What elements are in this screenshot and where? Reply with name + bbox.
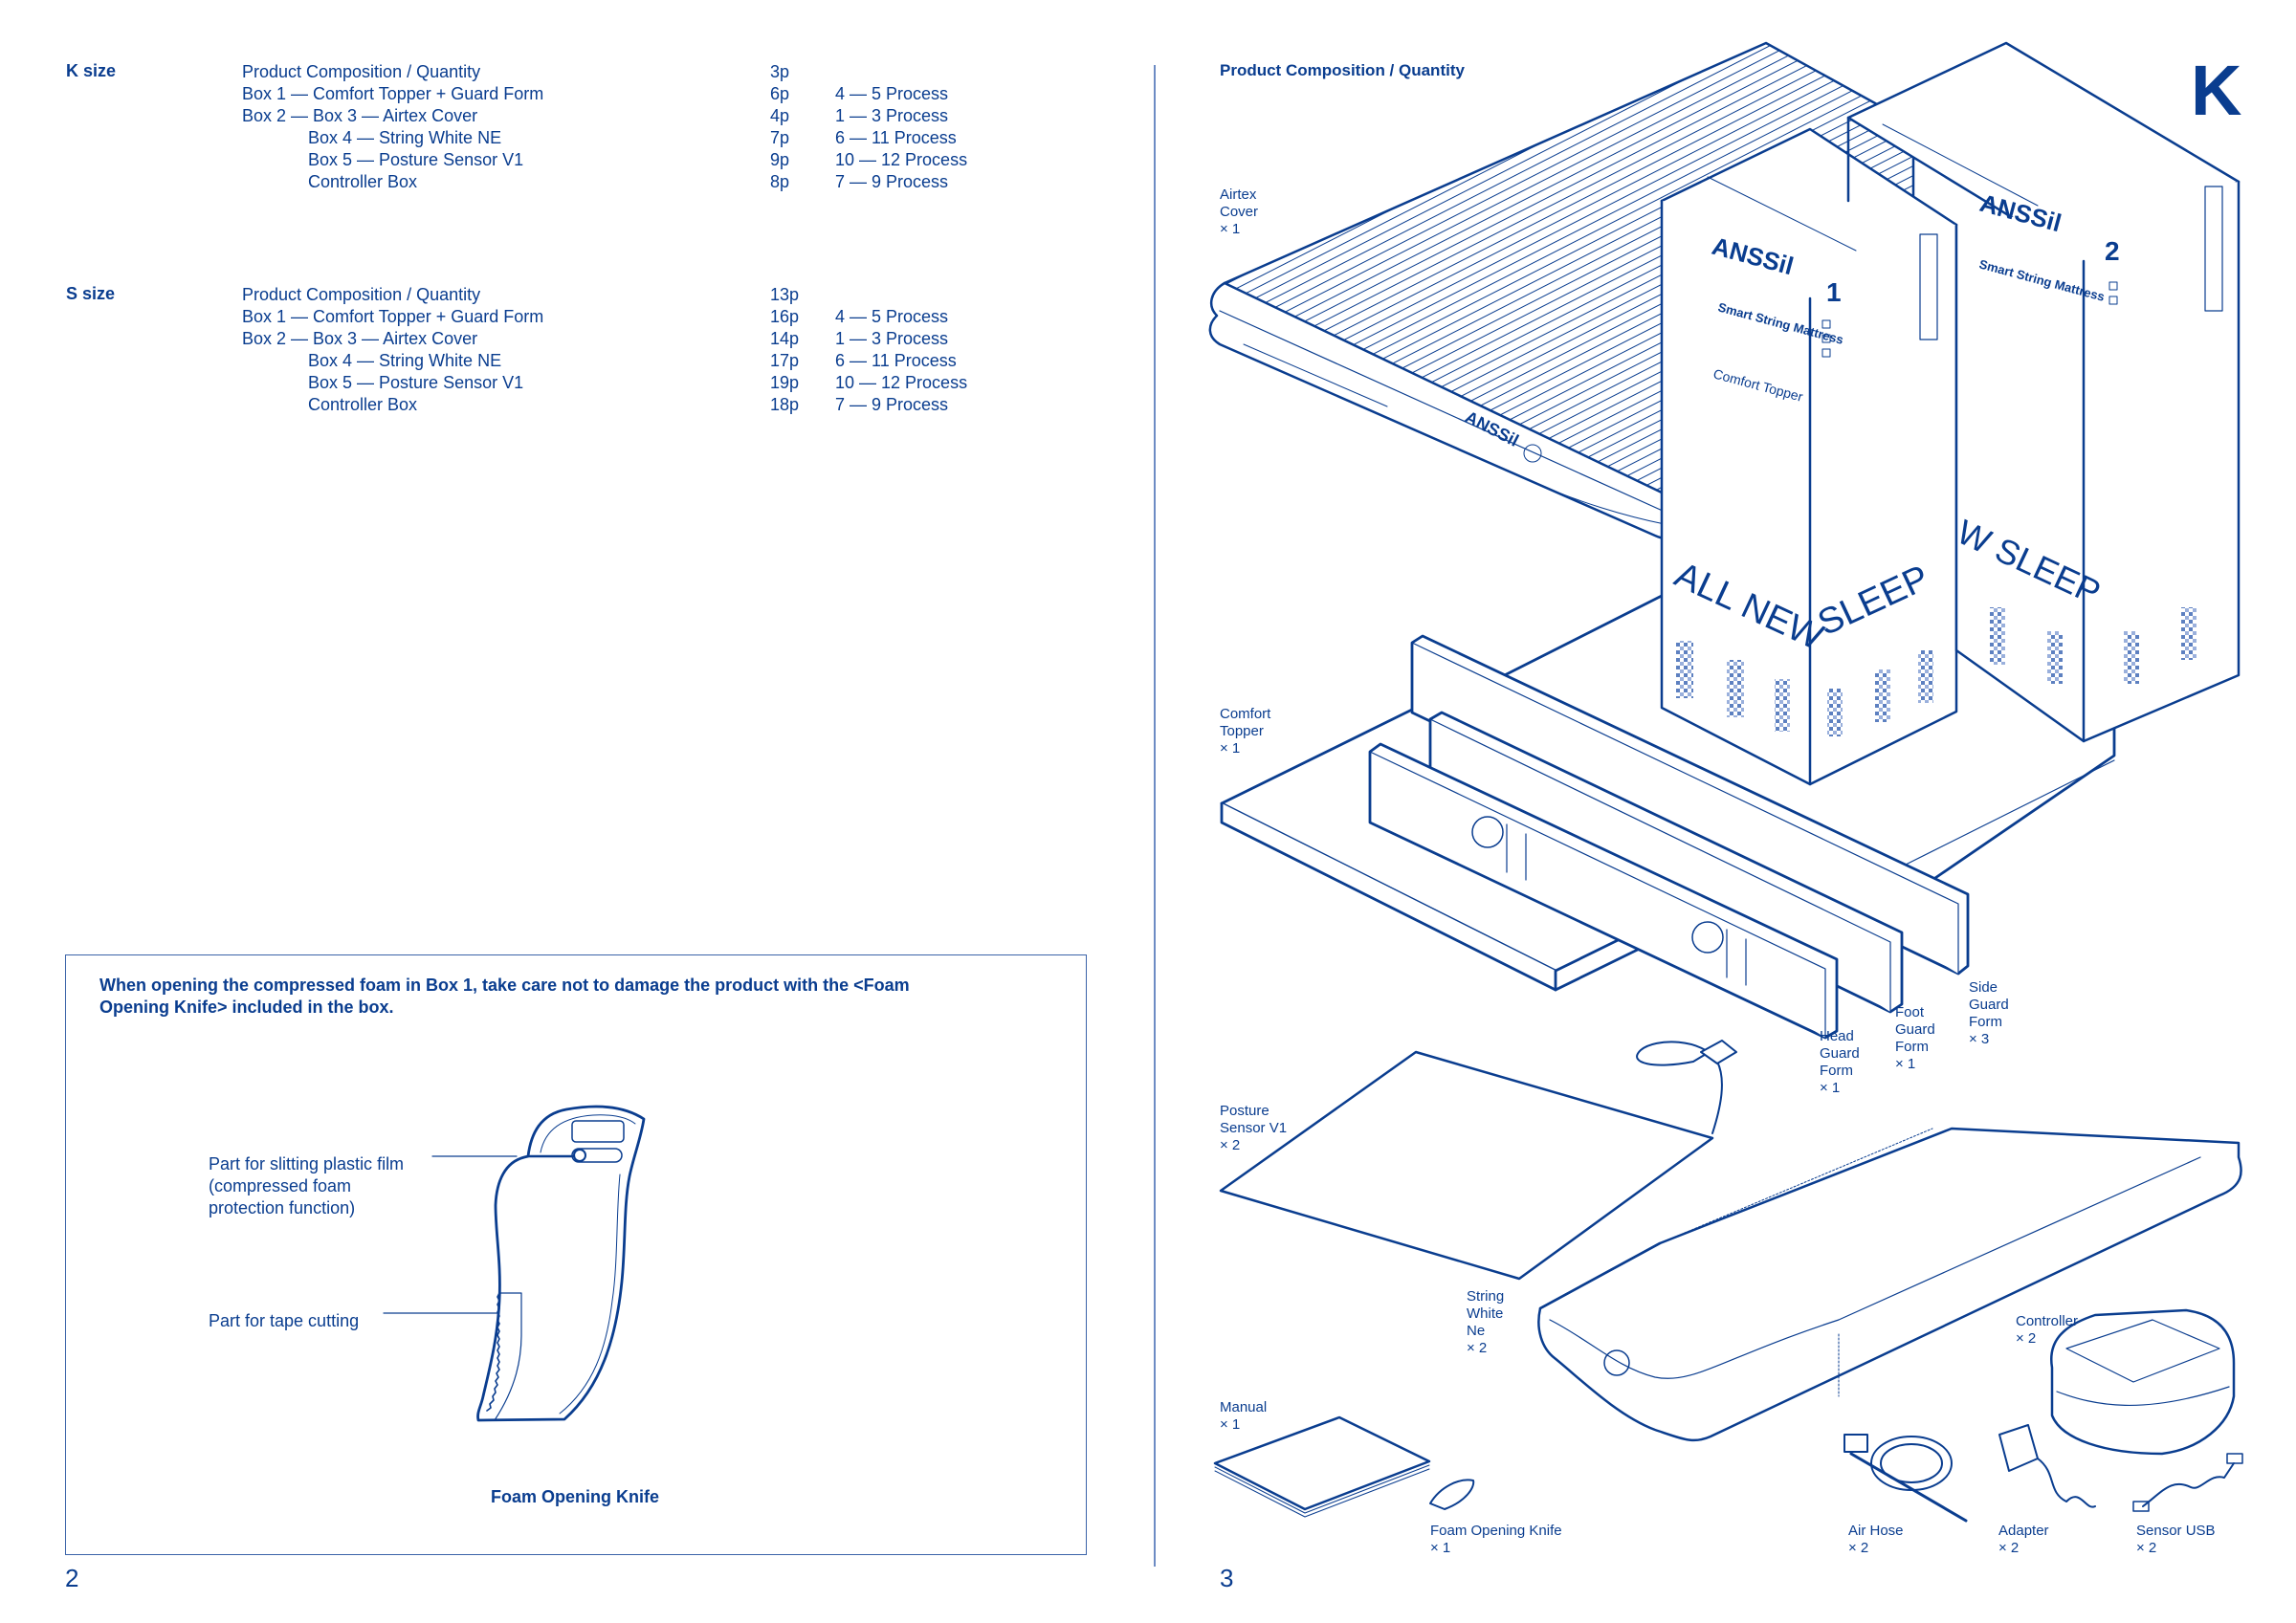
part-label-posture-sensor: Posture Sensor V1× 2 <box>1220 1103 1288 1153</box>
adapter-drawing <box>1999 1425 2095 1507</box>
toc-row-page: 8p <box>770 172 790 191</box>
part-label-controller: Controller× 2 <box>2016 1313 2079 1347</box>
toc-row-page: 3p <box>770 62 790 81</box>
size-badge: K <box>2191 51 2242 130</box>
box2-number: 2 <box>2105 236 2120 266</box>
toc-row-process: 1 — 3 Process <box>835 329 949 348</box>
manual-drawing <box>1215 1417 1429 1517</box>
part-label-string-white-ne: String White Ne× 2 <box>1467 1288 1505 1356</box>
sensor-usb-drawing <box>2133 1454 2242 1511</box>
string-white-ne-drawing <box>1538 1129 2241 1440</box>
toc-row-title[interactable]: Product Composition / Quantity <box>242 62 481 81</box>
toc-row-title[interactable]: Box 5 — Posture Sensor V1 <box>308 150 524 169</box>
toc-row-title[interactable]: Controller Box <box>308 395 418 414</box>
toc-row-process: 10 — 12 Process <box>835 373 968 392</box>
toc-row-page: 16p <box>770 307 800 326</box>
toc-row-page: 19p <box>770 373 800 392</box>
part-label-adapter: Adapter× 2 <box>1998 1523 2049 1556</box>
k-size-label: K size <box>66 61 117 80</box>
air-hose-drawing <box>1844 1435 1966 1521</box>
part-label-air-hose: Air Hose× 2 <box>1848 1523 1904 1556</box>
toc-row-title[interactable]: Box 4 — String White NE <box>308 351 502 370</box>
toc-row-process: 4 — 5 Process <box>835 307 949 326</box>
toc-row-process: 1 — 3 Process <box>835 106 949 125</box>
toc-row-process: 4 — 5 Process <box>835 84 949 103</box>
toc-row-title[interactable]: Controller Box <box>308 172 418 191</box>
toc-row-title[interactable]: Box 1 — Comfort Topper + Guard Form <box>242 84 544 103</box>
toc-row-page: 13p <box>770 285 800 304</box>
guard-forms-drawing <box>1370 636 1968 1038</box>
part-label-foam-opening-knife: Foam Opening Knife× 1 <box>1430 1523 1562 1556</box>
toc-row-page: 14p <box>770 329 800 348</box>
toc-row-page: 4p <box>770 106 790 125</box>
callout-slitting-part: Part for slitting plastic film (compress… <box>209 1154 405 1217</box>
toc-row-page: 9p <box>770 150 790 169</box>
page-divider <box>1154 65 1156 1567</box>
page-number-right: 3 <box>1220 1564 1234 1592</box>
page-title: Product Composition / Quantity <box>1220 61 1465 79</box>
controller-drawing <box>2051 1310 2234 1454</box>
toc-row-page: 6p <box>770 84 790 103</box>
part-label-head-guard-form: Head Guard Form× 1 <box>1820 1028 1860 1096</box>
toc-row-title[interactable]: Box 2 — Box 3 — Airtex Cover <box>242 329 478 348</box>
toc-row-process: 10 — 12 Process <box>835 150 968 169</box>
toc-row-title[interactable]: Box 1 — Comfort Topper + Guard Form <box>242 307 544 326</box>
toc-row-process: 6 — 11 Process <box>835 128 957 147</box>
knife-outline <box>478 1107 644 1420</box>
part-label-manual: Manual× 1 <box>1220 1399 1268 1433</box>
knife-notice-box: When opening the compressed foam in Box … <box>65 954 1087 1555</box>
page-number-left: 2 <box>65 1564 79 1592</box>
toc-row-title[interactable]: Box 2 — Box 3 — Airtex Cover <box>242 106 478 125</box>
toc-row-page: 18p <box>770 395 800 414</box>
toc-row-process: 7 — 9 Process <box>835 172 949 191</box>
part-label-side-guard-form: Side Guard Form× 3 <box>1969 979 2009 1047</box>
part-label-foot-guard-form: Foot Guard Form× 1 <box>1895 1004 1935 1072</box>
toc-row-process: 7 — 9 Process <box>835 395 949 414</box>
posture-sensor-drawing <box>1221 1041 1736 1279</box>
box-1-drawing: ANSSil 1 Smart String Mattress Comfort T… <box>1662 129 1956 784</box>
box1-number: 1 <box>1826 277 1842 307</box>
toc-row-title[interactable]: Box 5 — Posture Sensor V1 <box>308 373 524 392</box>
toc-row-title[interactable]: Product Composition / Quantity <box>242 285 481 304</box>
toc-row-process: 6 — 11 Process <box>835 351 957 370</box>
toc-row-page: 17p <box>770 351 800 370</box>
s-size-label: S size <box>66 284 116 303</box>
notice-text: When opening the compressed foam in Box … <box>99 976 910 1017</box>
part-label-comfort-topper: Comfort Topper× 1 <box>1220 706 1271 757</box>
callout-tape-cutting: Part for tape cutting <box>209 1311 360 1330</box>
box-2-drawing: ANSSil 2 Smart String Mattress W SLEEP <box>1848 43 2239 741</box>
part-label-sensor-usb: Sensor USB× 2 <box>2136 1523 2216 1556</box>
toc-row-page: 7p <box>770 128 790 147</box>
small-knife-drawing <box>1430 1480 1473 1509</box>
toc-row-title[interactable]: Box 4 — String White NE <box>308 128 502 147</box>
knife-caption: Foam Opening Knife <box>491 1487 660 1506</box>
part-label-airtex-cover: Airtex Cover× 1 <box>1220 186 1259 237</box>
